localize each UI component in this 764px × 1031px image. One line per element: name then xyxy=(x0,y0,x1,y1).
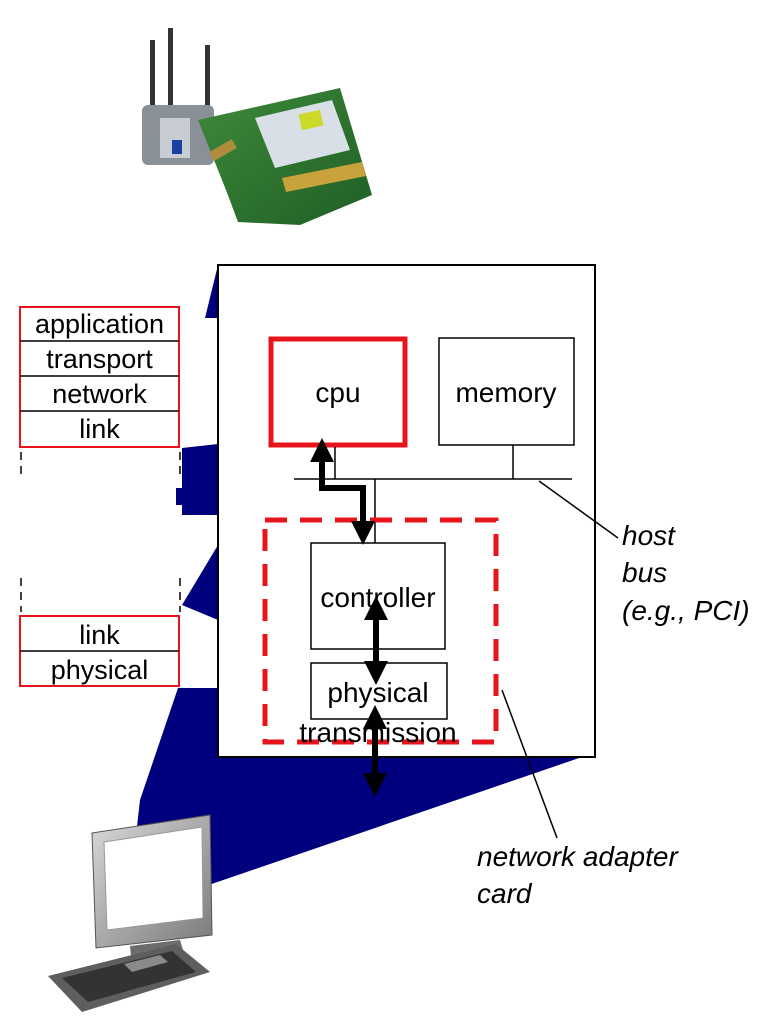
navy-projection xyxy=(130,265,582,888)
stack-layer-link-lower: link xyxy=(79,620,120,650)
stack-layer-network: network xyxy=(52,379,147,409)
nic-leader-line xyxy=(501,689,558,839)
host-bus-label-line3: (e.g., PCI) xyxy=(622,595,750,626)
nic-label-line2: card xyxy=(477,878,533,909)
stack-top-frame xyxy=(19,306,180,448)
desktop-computer-image xyxy=(48,814,213,1012)
stack-dashed-connectors xyxy=(20,452,181,612)
stack-layer-link: link xyxy=(79,414,120,444)
cpu-box xyxy=(268,336,408,448)
stack-layer-application: application xyxy=(35,309,164,339)
host-bus-leader-line xyxy=(538,480,619,539)
memory-box xyxy=(438,337,575,446)
nic-label-line1: network adapter xyxy=(477,841,679,872)
host-bus-label-line1: host xyxy=(622,520,676,551)
physical-label: physical xyxy=(327,677,428,708)
protocol-stack-bottom: link physical xyxy=(19,615,180,687)
wireless-network-card-image xyxy=(142,28,372,225)
memory-label: memory xyxy=(455,377,556,408)
protocol-stack-top: application transport network link xyxy=(19,306,180,448)
cpu-label: cpu xyxy=(315,377,360,408)
cpu-controller-arrow xyxy=(310,438,375,545)
host-bus-label-line2: bus xyxy=(622,557,667,588)
stack-layer-physical: physical xyxy=(51,655,149,685)
stack-layer-transport: transport xyxy=(46,344,153,374)
